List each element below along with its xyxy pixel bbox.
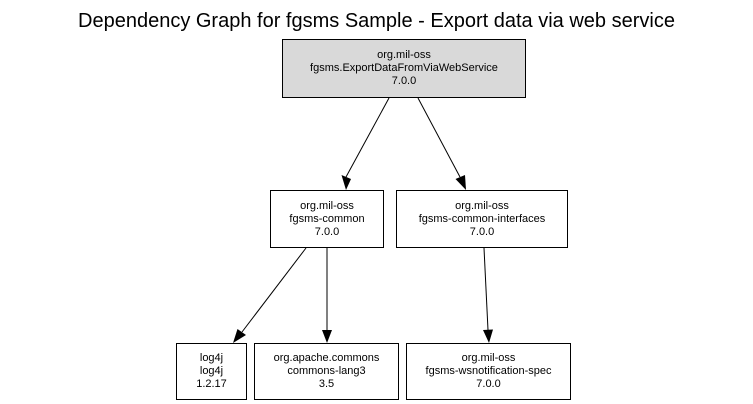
edge-common-log4j bbox=[241, 247, 307, 333]
node-root-artifact: fgsms.ExportDataFromViaWebService bbox=[310, 62, 498, 74]
edge-common-log4j-arrow bbox=[233, 329, 246, 343]
node-wsn-group: org.mil-oss bbox=[461, 352, 516, 364]
node-lang3-version: 3.5 bbox=[318, 378, 335, 390]
edge-root-common-arrow bbox=[341, 175, 351, 190]
node-lang3-artifact: commons-lang3 bbox=[287, 365, 366, 377]
node-lang3-group: org.apache.commons bbox=[273, 352, 380, 364]
node-log4j-version: 1.2.17 bbox=[196, 378, 227, 390]
node-interfaces-version: 7.0.0 bbox=[469, 225, 495, 238]
graph-title: Dependency Graph for fgsms Sample - Expo… bbox=[78, 10, 675, 32]
node-root-group: org.mil-oss bbox=[377, 49, 431, 61]
node-common-artifact: fgsms-common bbox=[289, 212, 365, 225]
edge-root-interfaces bbox=[417, 97, 461, 178]
edge-interfaces-wsn bbox=[483, 247, 489, 331]
node-root-version: 7.0.0 bbox=[391, 75, 417, 87]
node-log4j-artifact: log4j bbox=[199, 365, 224, 377]
edge-interfaces-wsn-arrow bbox=[483, 329, 493, 343]
node-wsn-artifact: fgsms-wsnotification-spec bbox=[425, 365, 552, 377]
edge-root-common bbox=[345, 97, 390, 178]
node-common-group: org.mil-oss bbox=[300, 199, 354, 212]
node-root: org.mil-oss fgsms.ExportDataFromViaWebSe… bbox=[282, 39, 526, 98]
edge-root-interfaces-arrow bbox=[455, 175, 466, 190]
node-wsn: org.mil-oss fgsms-wsnotification-spec 7.… bbox=[406, 343, 571, 400]
node-interfaces: org.mil-oss fgsms-common-interfaces 7.0.… bbox=[396, 190, 568, 248]
node-common-version: 7.0.0 bbox=[314, 225, 340, 238]
node-interfaces-group: org.mil-oss bbox=[455, 199, 509, 212]
node-wsn-version: 7.0.0 bbox=[476, 378, 501, 390]
node-interfaces-artifact: fgsms-common-interfaces bbox=[418, 212, 546, 225]
node-log4j: log4j log4j 1.2.17 bbox=[176, 343, 247, 400]
node-lang3: org.apache.commons commons-lang3 3.5 bbox=[254, 343, 399, 400]
edge-common-lang3-arrow bbox=[322, 330, 332, 343]
node-common: org.mil-oss fgsms-common 7.0.0 bbox=[270, 190, 384, 248]
node-log4j-group: log4j bbox=[199, 352, 224, 364]
